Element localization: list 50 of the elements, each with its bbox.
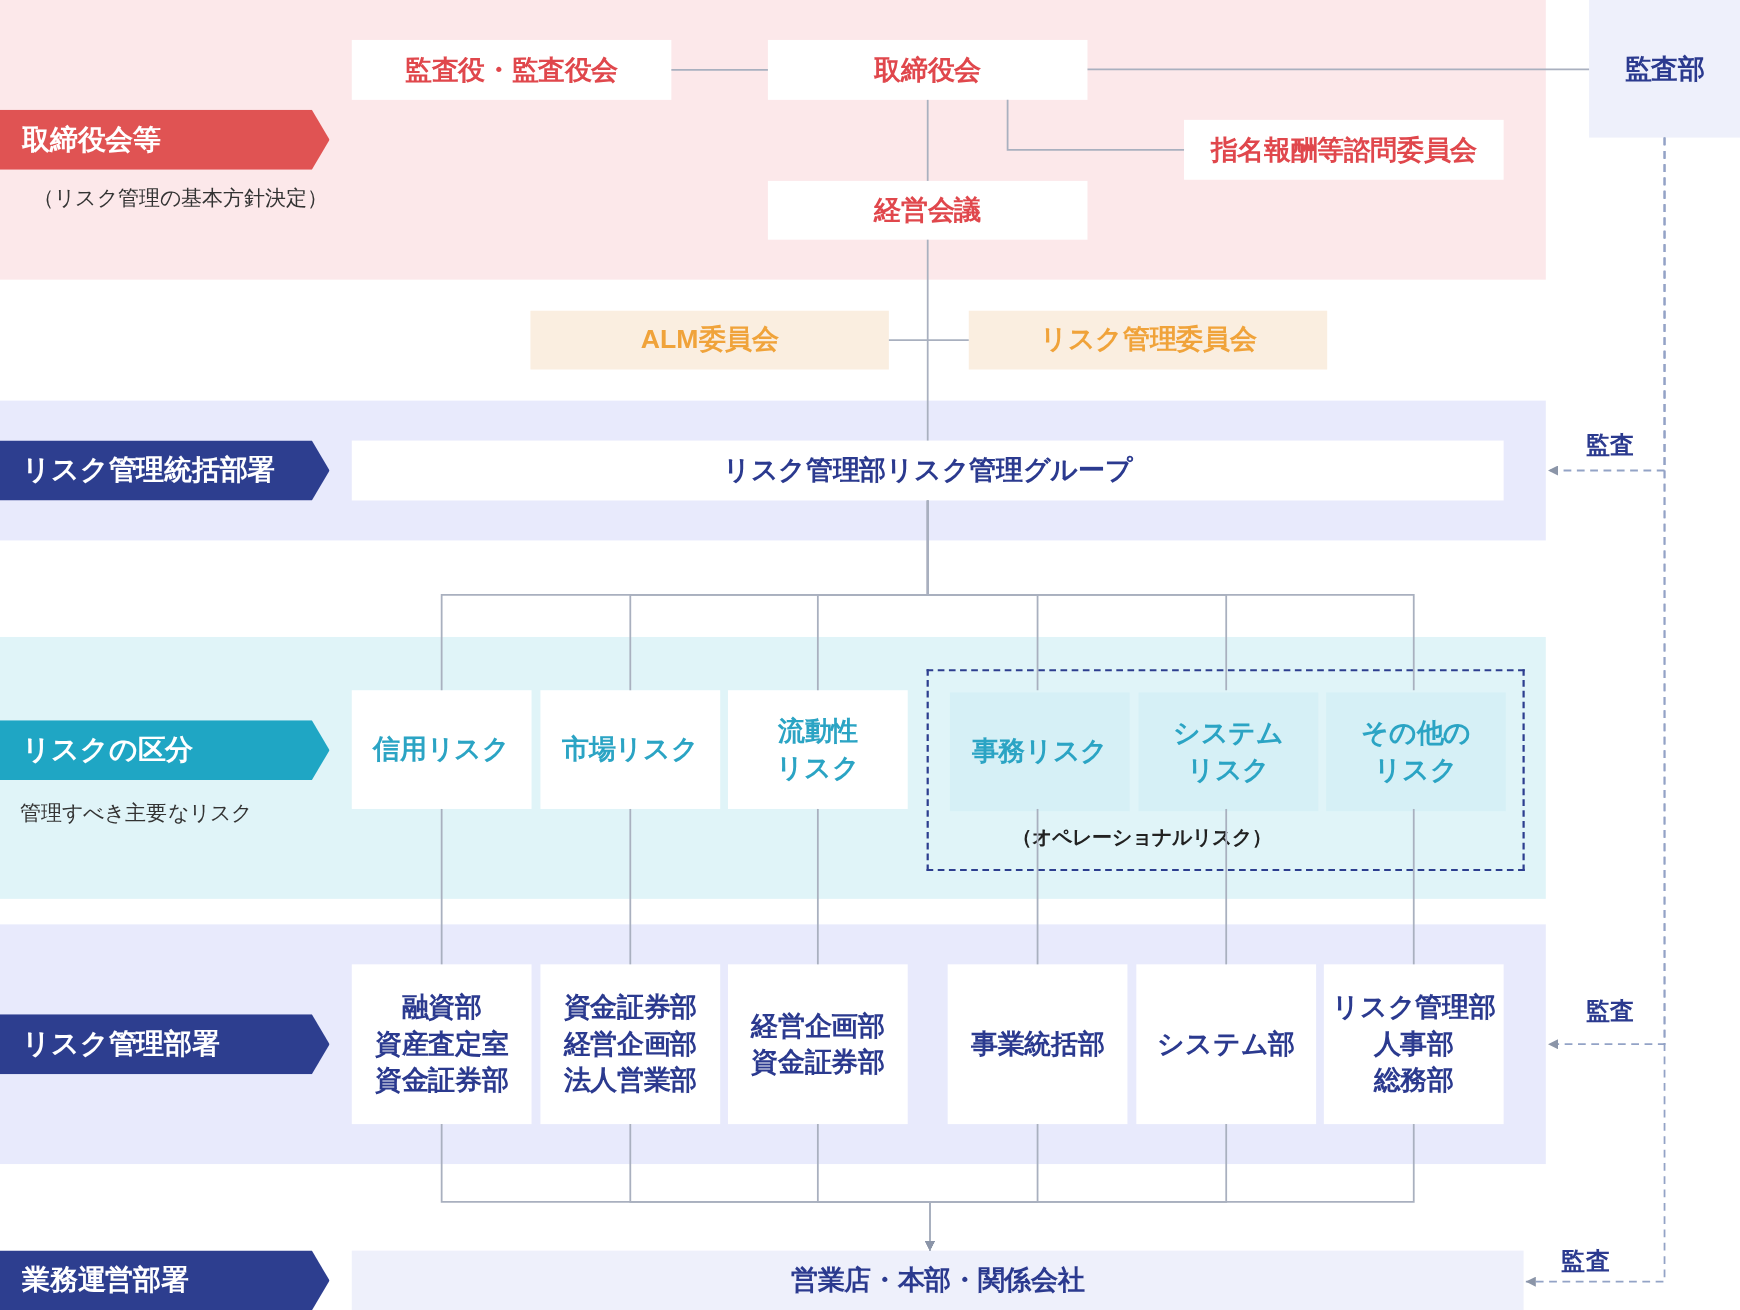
caption-text: 管理すべき主要なリスク: [19, 800, 252, 827]
edge-label: 監査: [1561, 1246, 1611, 1278]
arrow: [924, 1123, 1415, 1252]
department-box: リスク管理部 人事部 総務部: [1323, 964, 1504, 1125]
connector-line: [1006, 99, 1185, 151]
meeting-box: 経営会議: [767, 180, 1088, 240]
department-box: 融資部 資産査定室 資金証券部: [351, 964, 532, 1125]
dashed-group-box: [926, 669, 1525, 872]
department-box: 事業統括部: [947, 964, 1128, 1125]
connector-line: [926, 238, 929, 442]
band-label: 業務運営部署: [0, 1250, 330, 1310]
department-box: 資金証券部 経営企画部 法人営業部: [540, 964, 721, 1125]
band: [0, 924, 1546, 1165]
connector-line: [1036, 808, 1039, 966]
band-label: リスク管理部署: [0, 1014, 330, 1075]
risk-box: その他のリスク: [1326, 692, 1506, 812]
department-box: 経営企画部 資金証券部: [727, 964, 908, 1125]
band: [0, 400, 1546, 541]
edge-label: 監査: [1585, 429, 1635, 461]
arrow: [1524, 136, 1666, 1287]
audit-box: 監査部: [1589, 0, 1740, 138]
connector-line: [887, 339, 970, 341]
risk-box: システムリスク: [1138, 692, 1319, 812]
committee-box: リスク管理委員会: [968, 310, 1328, 370]
connector-line: [670, 69, 769, 71]
committee-box: ALM委員会: [530, 310, 889, 370]
band: [0, 636, 1546, 899]
office-box: 営業店・本部・関係会社: [351, 1250, 1524, 1310]
connector-line: [926, 99, 929, 182]
department-box: システム部: [1136, 964, 1317, 1125]
caption-text: （リスク管理の基本方針決定）: [33, 185, 329, 212]
edge-label: 監査: [1585, 995, 1635, 1027]
committee-box: 監査役・監査役会: [351, 39, 672, 100]
connector-line: [629, 808, 632, 966]
band-label: リスクの区分: [0, 720, 330, 781]
committee-box: 指名報酬等諮問委員会: [1184, 119, 1504, 180]
connector-line: [440, 808, 443, 966]
risk-box: 事務リスク: [949, 692, 1130, 812]
board-box: 取締役会: [767, 39, 1088, 100]
connector-line: [816, 808, 819, 966]
risk-box: 市場リスク: [540, 690, 721, 809]
connector-line: [1412, 808, 1415, 966]
risk-box: 信用リスク: [351, 690, 532, 809]
band: [0, 0, 1546, 280]
band-label: 取締役会等: [0, 109, 330, 170]
risk-box: 流動性リスク: [727, 690, 908, 809]
connector-line: [1225, 808, 1228, 966]
department-box: リスク管理部リスク管理グループ: [351, 440, 1504, 501]
connector-line: [1086, 68, 1590, 71]
band-label: リスク管理統括部署: [0, 440, 330, 501]
